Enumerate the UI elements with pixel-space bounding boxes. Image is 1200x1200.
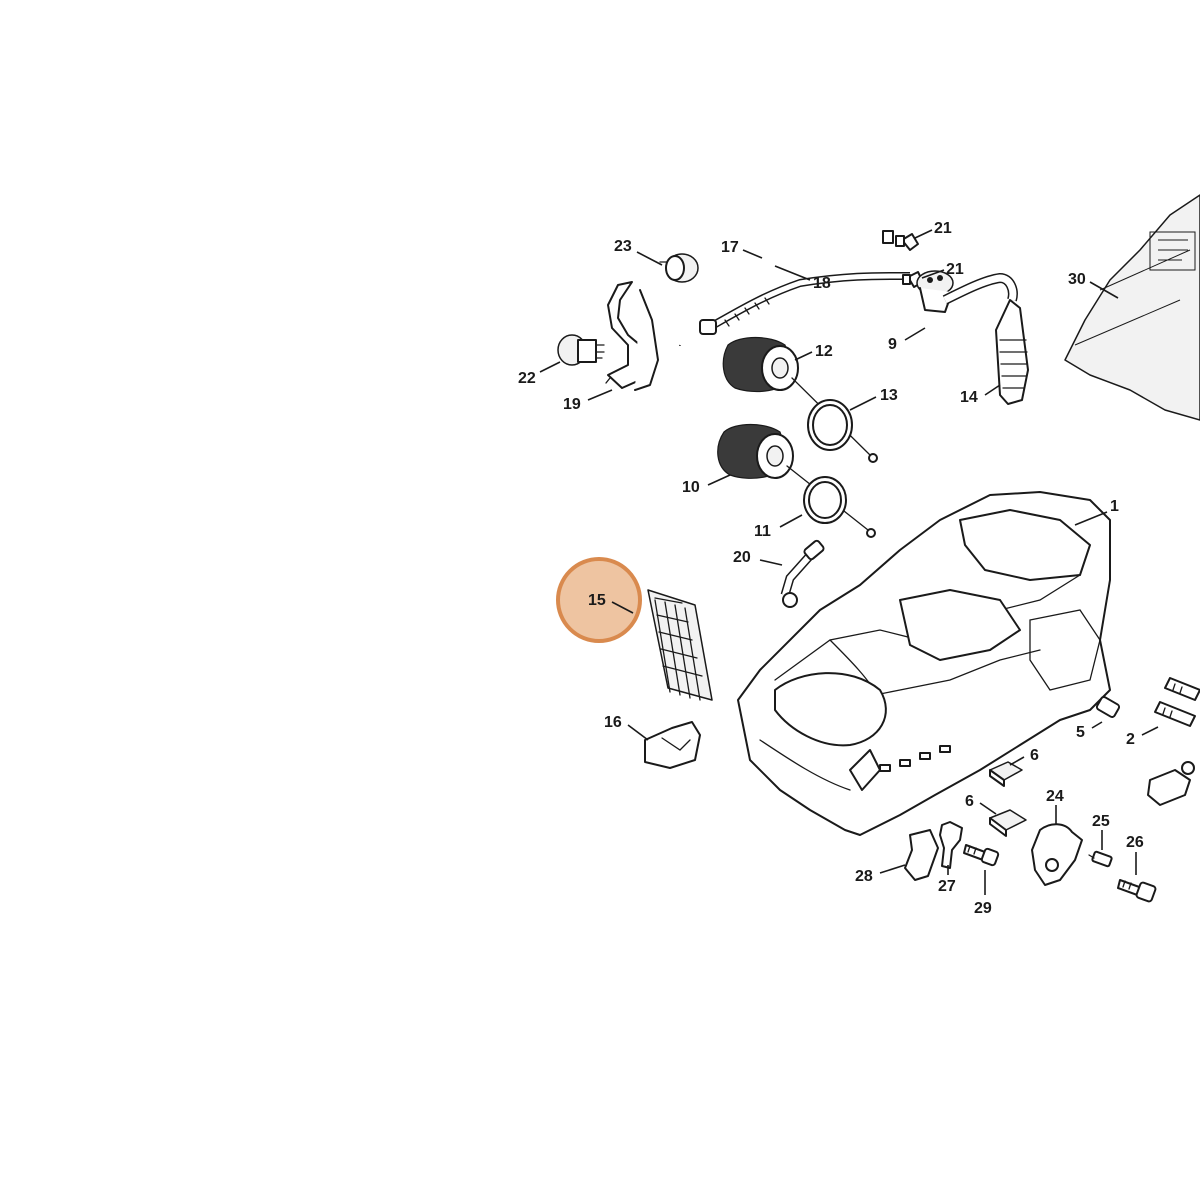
- part-9-pickup[interactable]: [916, 270, 1018, 313]
- callout-18[interactable]: 18: [813, 275, 831, 292]
- part-6a-pad[interactable]: [989, 761, 1023, 787]
- part-12-pump[interactable]: [722, 336, 878, 463]
- callout-27[interactable]: 27: [938, 878, 956, 895]
- part-5-bolt[interactable]: [1095, 696, 1121, 718]
- part-right-fitting[interactable]: [1147, 761, 1195, 806]
- callout-6a[interactable]: 6: [1030, 747, 1039, 764]
- callout-22[interactable]: 22: [518, 370, 536, 387]
- callout-1[interactable]: 1: [1110, 498, 1119, 515]
- callout-11[interactable]: 11: [754, 523, 771, 540]
- callout-9[interactable]: 9: [888, 336, 897, 353]
- part-18-hose[interactable]: [699, 271, 911, 335]
- callout-6b[interactable]: 6: [965, 793, 974, 810]
- callout-14[interactable]: 14: [960, 389, 978, 406]
- part-11-oring[interactable]: [803, 476, 847, 524]
- callout-10[interactable]: 10: [682, 479, 700, 496]
- callout-21b[interactable]: 21: [946, 261, 964, 278]
- callout-24[interactable]: 24: [1046, 788, 1064, 805]
- part-21a-fitting[interactable]: [895, 233, 919, 251]
- part-2-studs[interactable]: [1154, 677, 1200, 727]
- part-28-gasket[interactable]: [904, 829, 939, 881]
- callout-16[interactable]: 16: [604, 714, 622, 731]
- callout-21a[interactable]: 21: [934, 220, 952, 237]
- leader-lines: [539, 229, 1159, 895]
- part-6b-pad[interactable]: [989, 809, 1027, 837]
- part-16-clip[interactable]: [644, 721, 701, 769]
- callout-15[interactable]: 15: [588, 592, 606, 609]
- part-10-pump[interactable]: [717, 423, 876, 538]
- part-19-bracket[interactable]: [605, 281, 659, 391]
- callout-30[interactable]: 30: [1068, 271, 1086, 288]
- part-25-screw[interactable]: [1088, 850, 1113, 868]
- part-1-housing[interactable]: [737, 491, 1111, 836]
- callout-25[interactable]: 25: [1092, 813, 1110, 830]
- part-14-filter[interactable]: [995, 299, 1029, 405]
- part-20-hose[interactable]: [780, 539, 825, 608]
- callout-2[interactable]: 2: [1126, 731, 1135, 748]
- part-29-screw[interactable]: [963, 844, 1000, 867]
- part-15-grill[interactable]: [647, 589, 713, 701]
- callout-17[interactable]: 17: [721, 239, 739, 256]
- part-27-clip[interactable]: [939, 821, 963, 869]
- part-30-cover[interactable]: [1064, 194, 1200, 421]
- callout-26[interactable]: 26: [1126, 834, 1144, 851]
- callout-23[interactable]: 23: [614, 238, 632, 255]
- callout-29[interactable]: 29: [974, 900, 992, 917]
- callout-labels: 1 2 5 6 6 9 10 11 12 13 14 15 16 17 18 1…: [518, 220, 1144, 917]
- callout-13[interactable]: 13: [880, 387, 898, 404]
- callout-12[interactable]: 12: [815, 343, 833, 360]
- callout-5[interactable]: 5: [1076, 724, 1085, 741]
- callout-28[interactable]: 28: [855, 868, 873, 885]
- callout-19[interactable]: 19: [563, 396, 581, 413]
- part-22-connector[interactable]: [557, 334, 605, 366]
- part-26-screw[interactable]: [1117, 879, 1157, 903]
- part-13-oring[interactable]: [807, 399, 853, 451]
- callout-20[interactable]: 20: [733, 549, 751, 566]
- part-24-bracket[interactable]: [1031, 823, 1083, 886]
- highlight-circle-15[interactable]: [556, 557, 642, 643]
- part-23-cap[interactable]: [659, 253, 699, 283]
